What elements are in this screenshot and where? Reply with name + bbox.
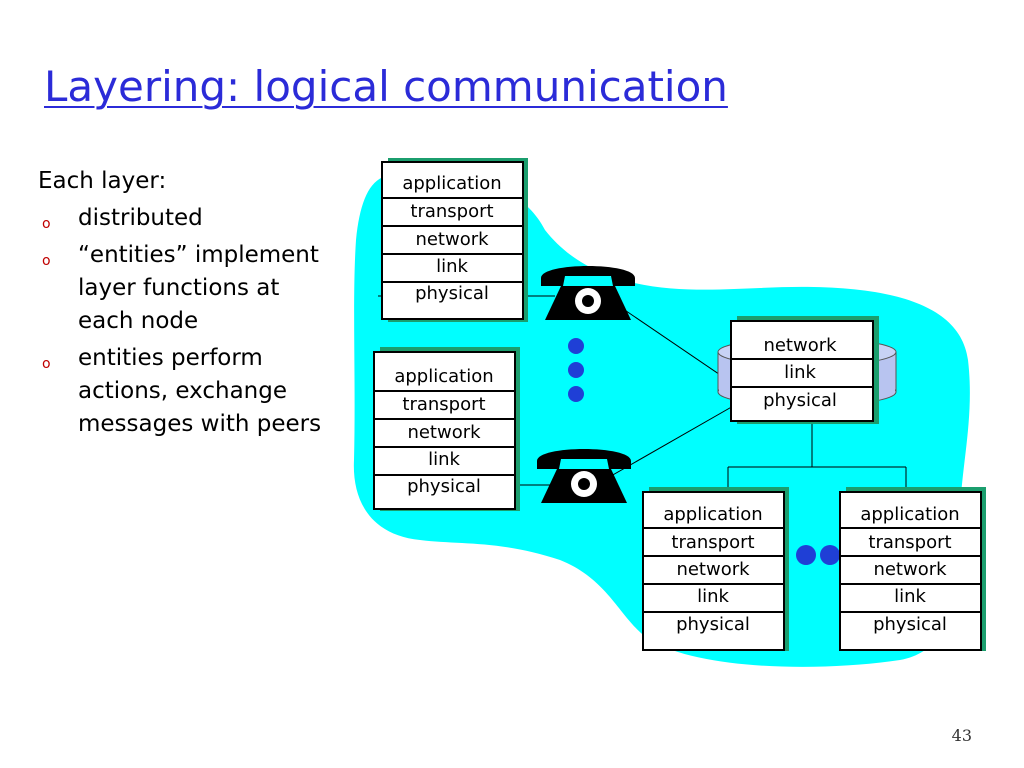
layer-label: network — [763, 335, 837, 356]
ellipsis-dots-icon — [796, 545, 840, 565]
layer-label: physical — [676, 614, 750, 635]
layer-label: physical — [873, 614, 947, 635]
layer-label: physical — [763, 390, 837, 411]
protocol-stack-router: network link physical — [730, 316, 879, 424]
ellipsis-dots-icon — [568, 338, 584, 402]
layer-label: link — [784, 362, 816, 383]
layer-label: transport — [410, 201, 493, 222]
bullet-lead: Each layer: — [38, 168, 167, 194]
layer-label: application — [860, 504, 959, 525]
layer-label: physical — [415, 283, 489, 304]
layer-label: application — [402, 173, 501, 194]
layer-label: network — [676, 559, 750, 580]
protocol-stack-host4: application transport network link physi… — [839, 487, 986, 651]
slide-title: Layering: logical communication — [44, 62, 728, 111]
bullet-marker-icon: o — [42, 253, 51, 269]
layer-label: network — [873, 559, 947, 580]
protocol-stack-host2: application transport network link physi… — [373, 347, 520, 511]
layer-label: transport — [868, 532, 951, 553]
page-number: 43 — [951, 726, 972, 745]
protocol-stack-host1: application transport network link physi… — [381, 158, 528, 322]
layer-label: link — [436, 256, 468, 277]
layer-label: application — [394, 366, 493, 387]
layer-label: network — [415, 229, 489, 250]
telephone-icon — [541, 266, 635, 320]
bullet-item: o“entities” implement layer functions at… — [42, 242, 319, 334]
protocol-stack-host3: application transport network link physi… — [642, 487, 789, 651]
bullet-marker-icon: o — [42, 356, 51, 372]
telephone-icon — [537, 449, 631, 503]
layer-label: network — [407, 422, 481, 443]
layer-label: application — [663, 504, 762, 525]
layer-label: physical — [407, 476, 481, 497]
layer-label: link — [894, 586, 926, 607]
bullet-marker-icon: o — [42, 216, 51, 232]
layer-label: link — [697, 586, 729, 607]
layer-label: transport — [402, 394, 485, 415]
layer-label: transport — [671, 532, 754, 553]
layer-label: link — [428, 449, 460, 470]
